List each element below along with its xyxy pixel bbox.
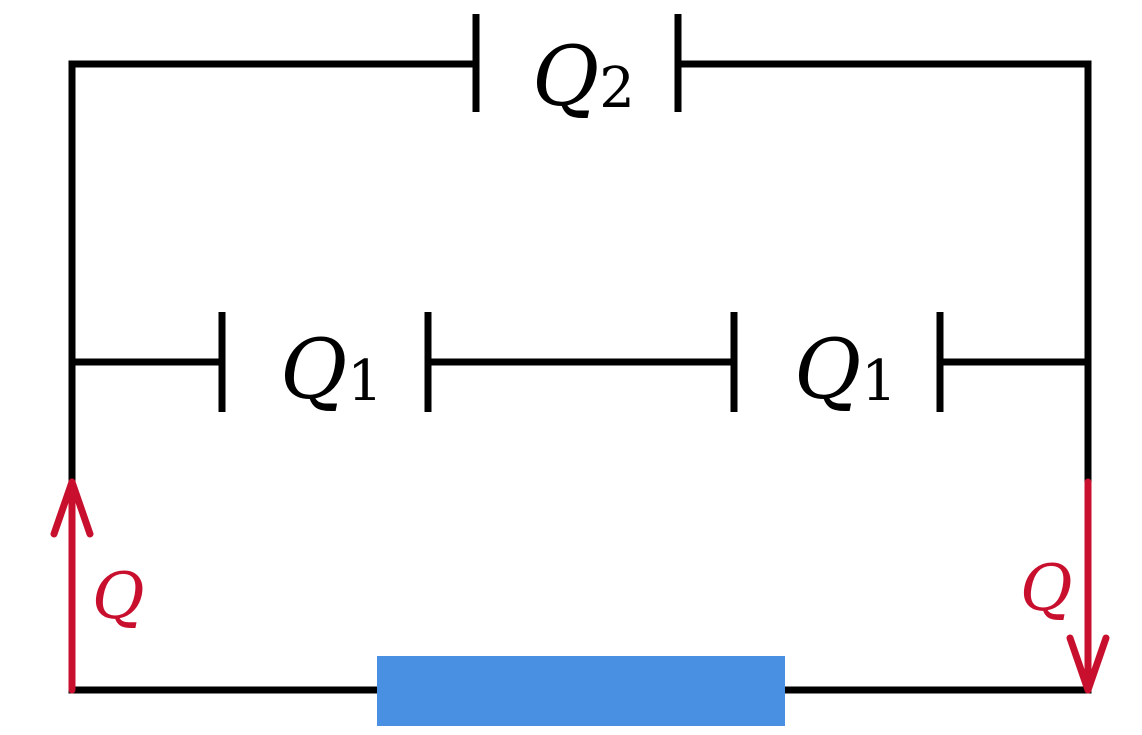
capacitor-left-subscript: 1 bbox=[347, 349, 383, 414]
capacitor-left-symbol: Q bbox=[280, 323, 347, 418]
capacitor-left-label: Q1 bbox=[280, 323, 383, 418]
capacitor-top-subscript: 2 bbox=[599, 56, 635, 121]
right-arrow-head bbox=[1066, 634, 1110, 694]
source-block bbox=[377, 656, 785, 726]
capacitor-left bbox=[218, 312, 432, 412]
capacitor-right bbox=[730, 312, 944, 412]
capacitor-top-label: Q2 bbox=[532, 30, 635, 125]
capacitor-top-symbol: Q bbox=[532, 30, 599, 125]
right-current-arrow bbox=[1066, 478, 1110, 694]
capacitor-top bbox=[472, 14, 682, 112]
left-arrow-label: Q bbox=[92, 560, 144, 634]
capacitor-right-label: Q1 bbox=[794, 323, 897, 418]
right-arrow-label: Q bbox=[1020, 552, 1072, 626]
capacitor-right-symbol: Q bbox=[794, 323, 861, 418]
outer-wires bbox=[68, 60, 1092, 694]
capacitor-right-subscript: 1 bbox=[861, 349, 897, 414]
left-arrow-head bbox=[50, 478, 94, 538]
left-current-arrow bbox=[50, 478, 94, 694]
